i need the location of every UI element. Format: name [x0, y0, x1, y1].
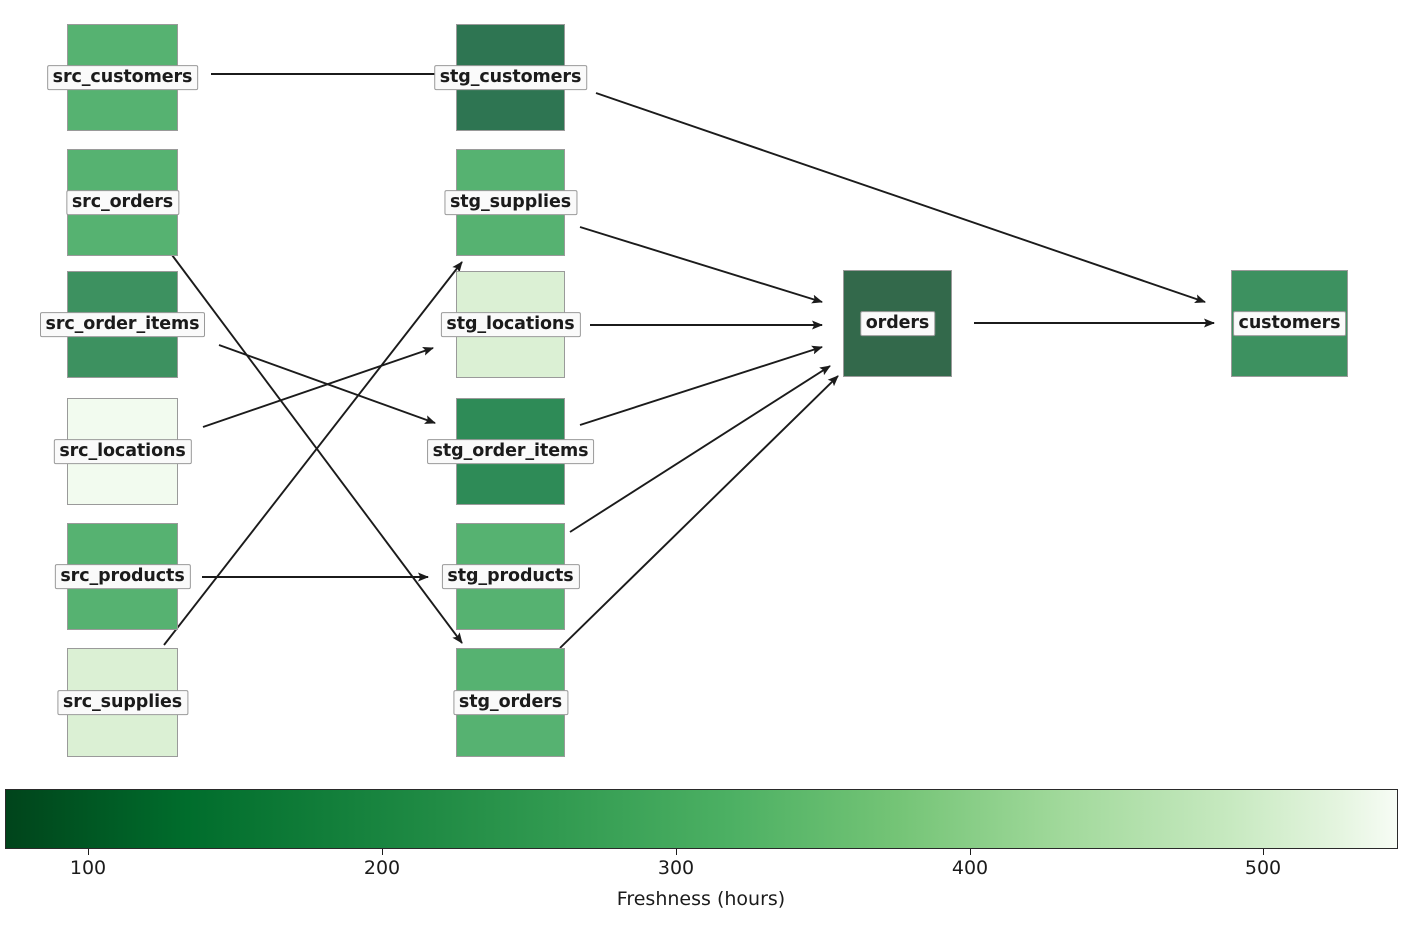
node-label-src_supplies[interactable]: src_supplies — [56, 689, 189, 716]
node-label-orders[interactable]: orders — [859, 310, 936, 337]
edge-stg_order_items-to-orders — [579, 345, 823, 426]
colorbar-tick-mark-500 — [1263, 849, 1264, 855]
node-label-customers[interactable]: customers — [1232, 310, 1347, 337]
colorbar-tick-label-500: 500 — [1244, 857, 1282, 879]
colorbar-tick-label-100: 100 — [69, 857, 107, 879]
node-label-src_order_items[interactable]: src_order_items — [39, 311, 206, 338]
edge-src_locations-to-stg_locations — [202, 346, 434, 428]
node-label-stg_products[interactable]: stg_products — [441, 563, 580, 590]
colorbar-tick-label-300: 300 — [657, 857, 695, 879]
node-label-stg_customers[interactable]: stg_customers — [433, 64, 588, 91]
edge-stg_customers-to-customers — [595, 92, 1206, 304]
node-label-src_orders[interactable]: src_orders — [65, 189, 180, 216]
edge-stg_supplies-to-orders — [579, 226, 823, 304]
node-label-stg_supplies[interactable]: stg_supplies — [443, 189, 578, 216]
edge-src_supplies-to-stg_locations — [163, 261, 463, 646]
colorbar: 100 200 300 400 500 Freshness (hours) — [5, 789, 1398, 910]
colorbar-tick-mark-300 — [676, 849, 677, 855]
colorbar-tick-label-200: 200 — [363, 857, 401, 879]
node-label-stg_locations[interactable]: stg_locations — [440, 311, 581, 338]
node-label-src_products[interactable]: src_products — [54, 563, 191, 590]
node-label-stg_order_items[interactable]: stg_order_items — [426, 438, 595, 465]
node-label-src_locations[interactable]: src_locations — [53, 438, 192, 465]
colorbar-tick-label-400: 400 — [951, 857, 989, 879]
node-label-src_customers[interactable]: src_customers — [46, 64, 199, 91]
edge-stg_products-to-orders — [569, 365, 831, 533]
colorbar-tick-mark-200 — [382, 849, 383, 855]
colorbar-gradient — [5, 789, 1398, 849]
edge-stg_orders-to-orders — [559, 375, 839, 649]
colorbar-tick-mark-400 — [970, 849, 971, 855]
colorbar-tick-mark-100 — [88, 849, 89, 855]
node-label-stg_orders[interactable]: stg_orders — [452, 689, 569, 716]
colorbar-axis-label: Freshness (hours) — [616, 888, 786, 910]
